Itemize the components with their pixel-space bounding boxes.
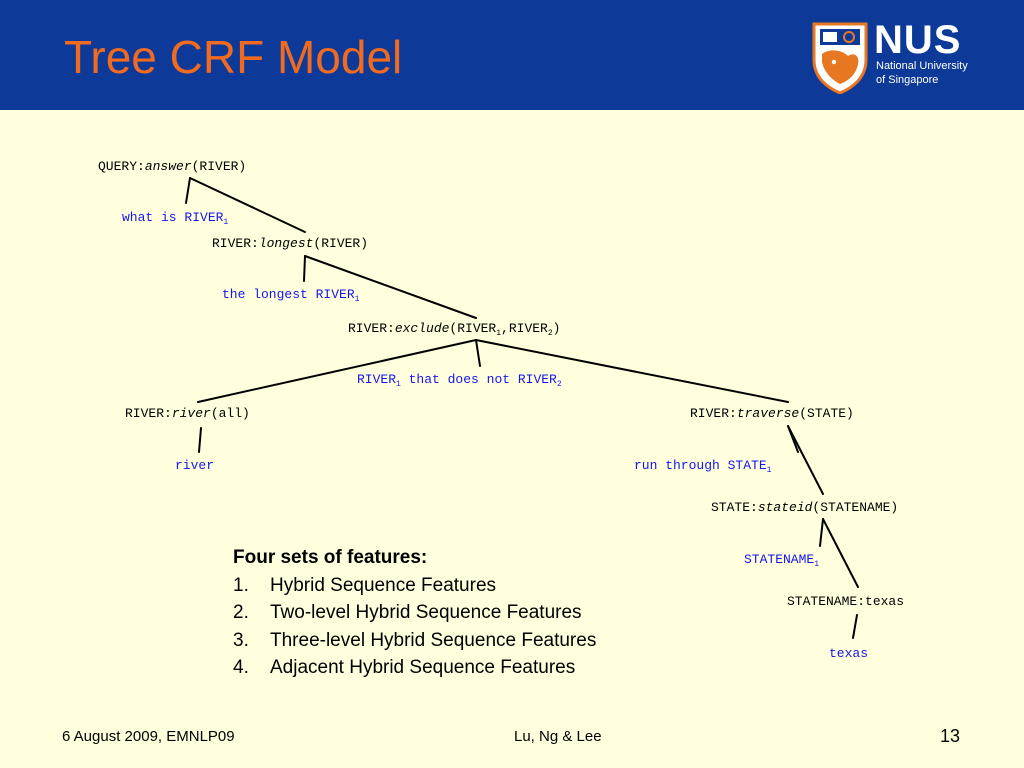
logo-abbreviation: NUS bbox=[874, 18, 962, 62]
tree-edge bbox=[304, 255, 477, 319]
tree-edge bbox=[819, 518, 824, 547]
tree-node-river-longest: RIVER:longest(RIVER) bbox=[212, 236, 369, 251]
feature-number: 2. bbox=[233, 602, 249, 624]
logo-name-line-1: National University bbox=[876, 60, 968, 72]
logo-name-line-2: of Singapore bbox=[876, 74, 939, 86]
tree-edge bbox=[852, 614, 858, 639]
tree-word-texas: texas bbox=[829, 646, 869, 661]
feature-label: Three-level Hybrid Sequence Features bbox=[270, 629, 597, 651]
feature-item: 3. Three-level Hybrid Sequence Features bbox=[233, 627, 596, 655]
header-bar: Tree CRF Model NUS National University o… bbox=[0, 0, 1024, 110]
footer-date-venue: 6 August 2009, EMNLP09 bbox=[62, 728, 235, 745]
feature-item: 2. Two-level Hybrid Sequence Features bbox=[233, 599, 596, 627]
tree-node-query-answer: QUERY:answer(RIVER) bbox=[98, 159, 247, 174]
tree-node-river-river: RIVER:river(all) bbox=[125, 406, 250, 421]
slide-title: Tree CRF Model bbox=[64, 31, 403, 83]
tree-edge bbox=[197, 339, 477, 403]
tree-edge bbox=[198, 427, 202, 453]
slide-number: 13 bbox=[940, 726, 961, 746]
feature-label: Hybrid Sequence Features bbox=[270, 574, 497, 596]
tree-word-the-longest-river: the longest RIVER1 bbox=[222, 287, 360, 304]
tree-node-state-stateid: STATE:stateid(STATENAME) bbox=[711, 500, 899, 515]
tree-edge bbox=[787, 425, 824, 495]
nus-crest-icon bbox=[812, 22, 868, 94]
feature-item: 1. Hybrid Sequence Features bbox=[233, 572, 596, 600]
feature-item: 4. Adjacent Hybrid Sequence Features bbox=[233, 654, 596, 682]
tree-word-river-that-does-not-river: RIVER1 that does not RIVER2 bbox=[357, 372, 562, 389]
feature-number: 3. bbox=[233, 629, 249, 651]
nus-logo: NUS National University of Singapore bbox=[812, 18, 992, 96]
features-title: Four sets of features: bbox=[233, 547, 428, 568]
tree-node-river-traverse: RIVER:traverse(STATE) bbox=[690, 406, 854, 421]
tree-edge bbox=[303, 255, 306, 282]
tree-node-river-exclude: RIVER:exclude(RIVER1,RIVER2) bbox=[348, 321, 561, 338]
footer-authors: Lu, Ng & Lee bbox=[514, 728, 602, 745]
feature-number: 4. bbox=[233, 657, 249, 679]
tree-edge bbox=[189, 177, 306, 233]
feature-label: Adjacent Hybrid Sequence Features bbox=[270, 657, 576, 679]
tree-edge bbox=[475, 339, 789, 403]
tree-word-statename: STATENAME1 bbox=[744, 552, 820, 569]
feature-number: 1. bbox=[233, 574, 249, 596]
tree-edge bbox=[822, 518, 859, 588]
feature-label: Two-level Hybrid Sequence Features bbox=[270, 602, 582, 624]
slide-body bbox=[0, 110, 1024, 768]
tree-word-run-through-state: run through STATE1 bbox=[634, 458, 772, 475]
tree-word-what-is-river: what is RIVER1 bbox=[122, 210, 229, 227]
tree-node-statename-texas: STATENAME:texas bbox=[787, 594, 905, 609]
tree-edge bbox=[475, 339, 481, 367]
tree-edge bbox=[185, 177, 191, 204]
tree-word-river: river bbox=[175, 458, 215, 473]
features-list: Four sets of features: 1. Hybrid Sequence… bbox=[233, 544, 596, 682]
